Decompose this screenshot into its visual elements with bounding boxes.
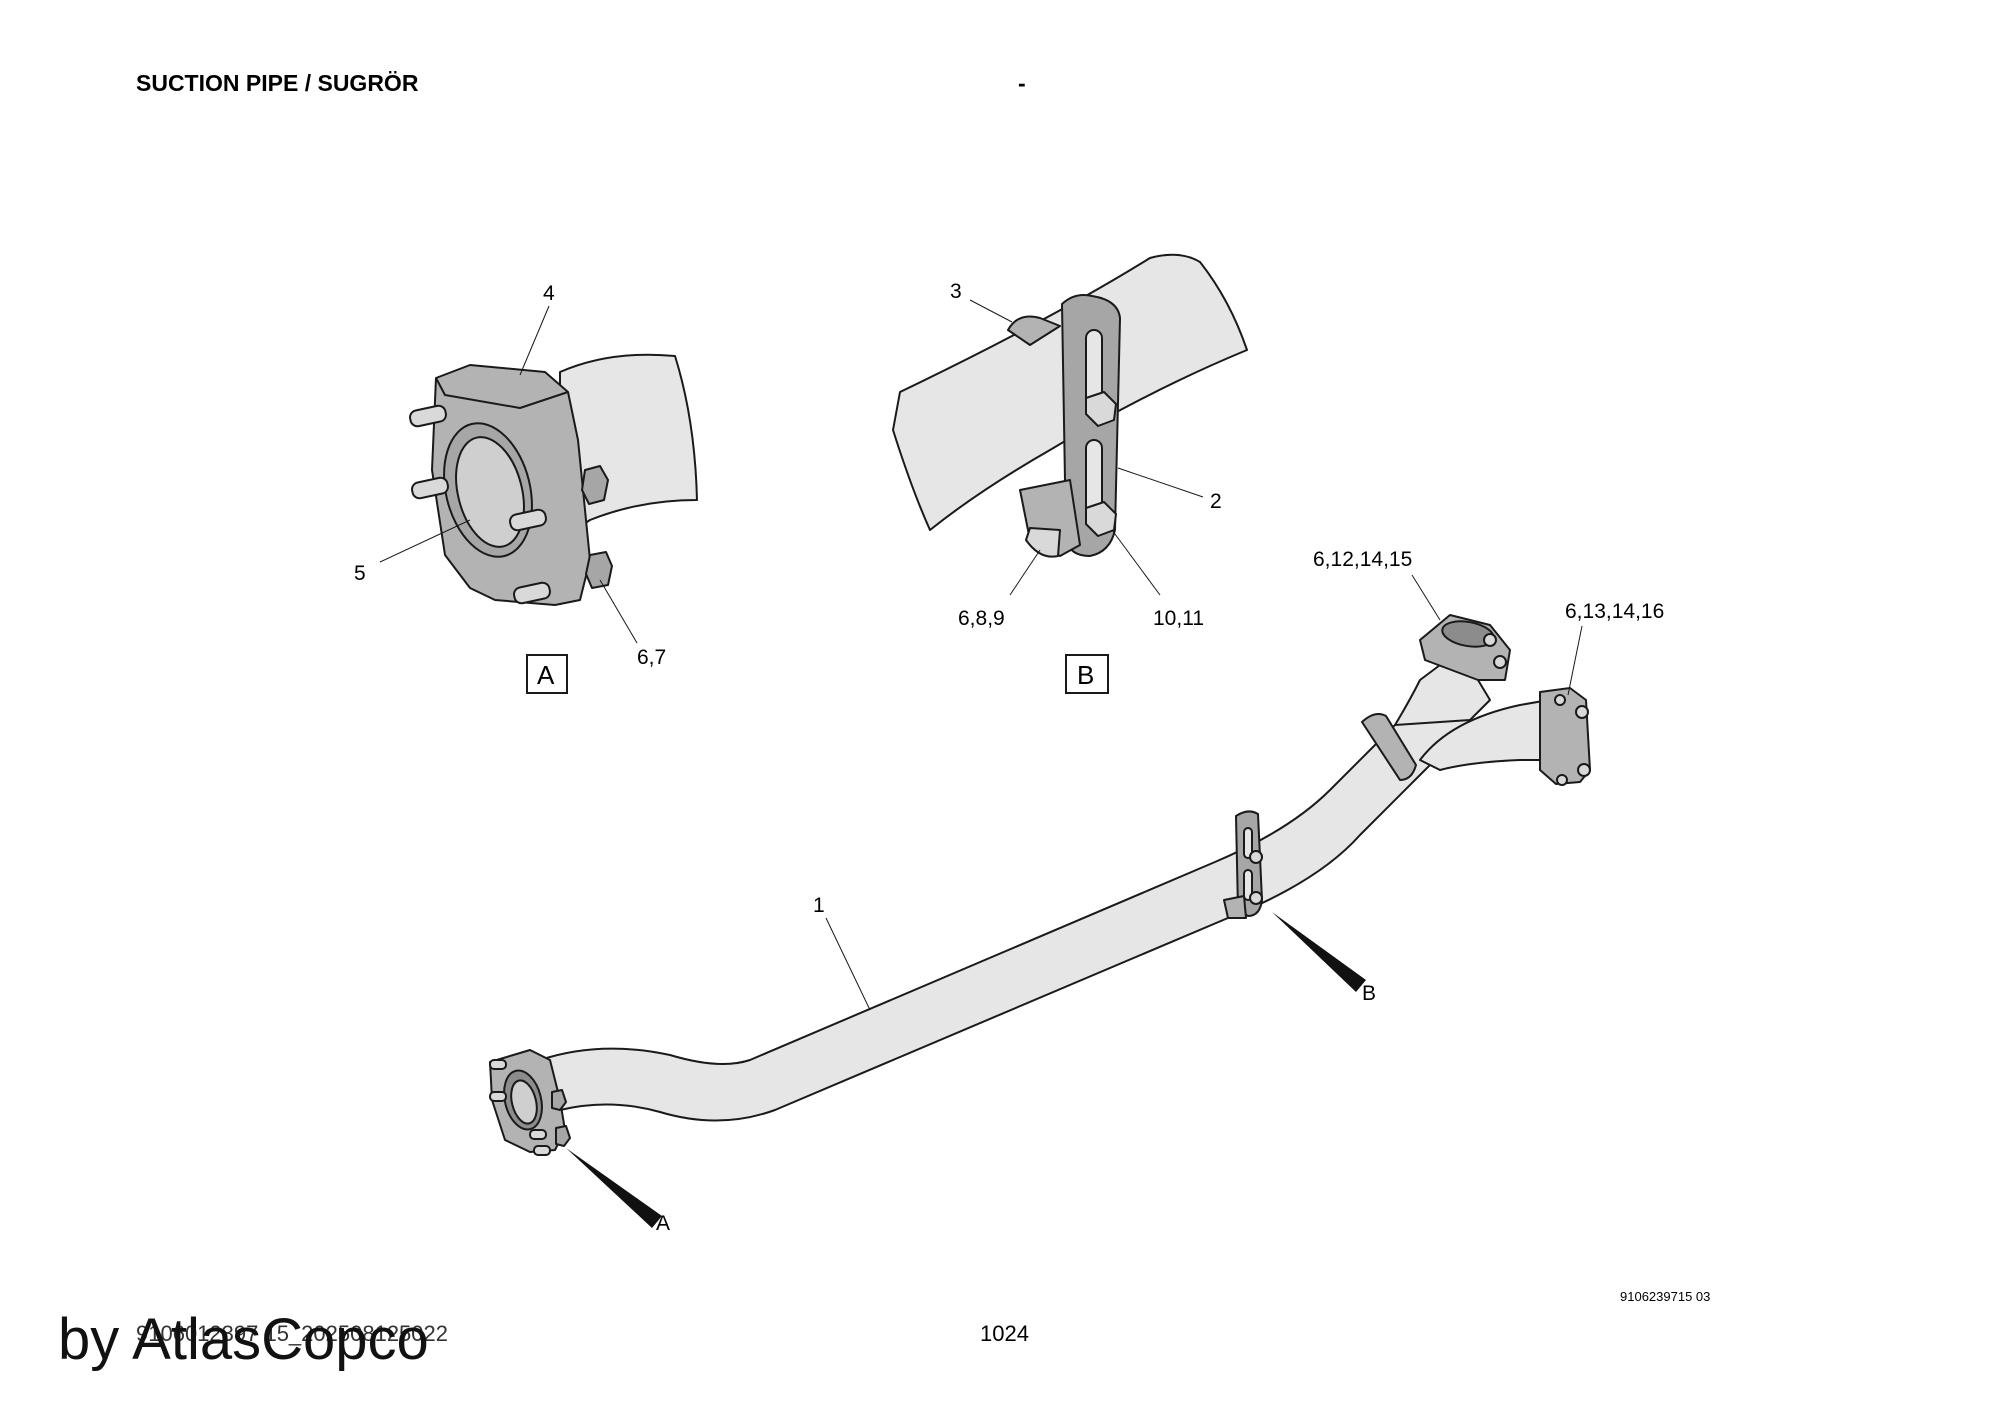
detail-b-label: B <box>1077 660 1094 690</box>
callout-part-3: 3 <box>950 280 962 303</box>
detail-b-frame <box>1065 654 1109 694</box>
center-mark: - <box>1018 70 1026 96</box>
callout-part-5: 5 <box>354 562 366 585</box>
drawing-number: 9106239715 03 <box>1620 1289 1711 1304</box>
detail-a-frame <box>526 654 568 694</box>
callout-parts-6-8-9: 6,8,9 <box>958 607 1005 630</box>
page-number: 1024 <box>980 1321 1029 1346</box>
detail-a-flange <box>379 305 698 644</box>
callout-parts-10-11: 10,11 <box>1153 607 1204 630</box>
pointer-b-label: B <box>1362 982 1376 1005</box>
callout-parts-6-12-14-15: 6,12,14,15 <box>1313 548 1412 571</box>
callout-part-1: 1 <box>813 894 825 917</box>
detail-a-label: A <box>537 660 555 690</box>
watermark-text: by AtlasCopco <box>58 1307 429 1372</box>
detail-b-clamp <box>892 253 1248 596</box>
pointer-a-label: A <box>656 1212 670 1235</box>
callout-parts-6-7: 6,7 <box>637 646 666 669</box>
callout-parts-6-13-14-16: 6,13,14,16 <box>1565 600 1664 623</box>
callout-part-4: 4 <box>543 282 555 305</box>
page-title: SUCTION PIPE / SUGRÖR <box>136 70 419 96</box>
callout-part-2: 2 <box>1210 490 1222 513</box>
suction-pipe-assembly <box>489 574 1591 1228</box>
document-id: 9106012397 15_202508125022 <box>136 1321 448 1346</box>
